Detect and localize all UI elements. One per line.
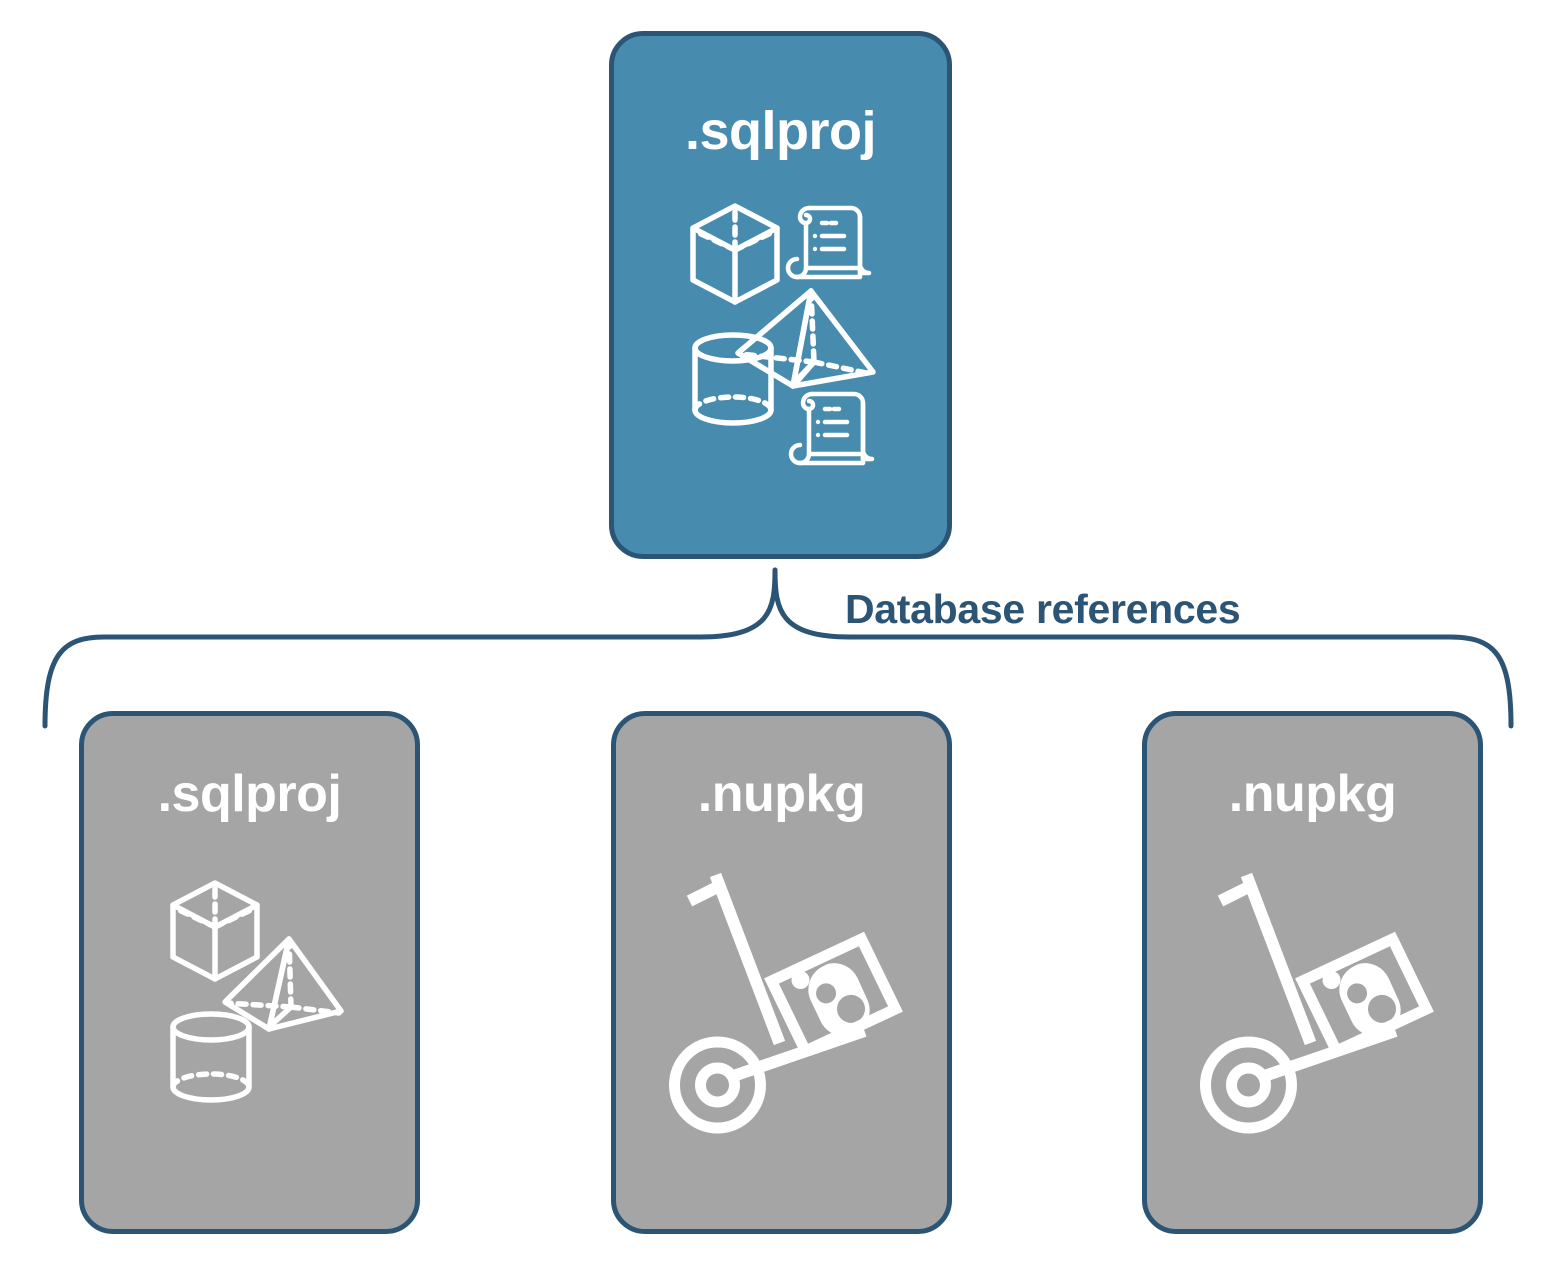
- pyramid-wireframe-icon: [221, 936, 344, 1032]
- node-nupkg-reference-2-label: .nupkg: [1228, 765, 1397, 823]
- wheel-icon: [668, 1036, 766, 1134]
- child-1-icon-group: [145, 861, 355, 1126]
- package-box: [763, 931, 903, 1059]
- package-box: [1294, 931, 1434, 1059]
- node-sqlproj-reference[interactable]: .sqlproj: [79, 711, 420, 1234]
- hand-truck-package-icon: [668, 872, 903, 1134]
- node-nupkg-reference-2[interactable]: .nupkg: [1142, 711, 1483, 1234]
- nuget-logo-icon: [1322, 963, 1401, 1037]
- pyramid-wireframe-icon: [734, 288, 876, 389]
- scroll-script-icon: [785, 205, 871, 280]
- node-nupkg-reference-1-label: .nupkg: [697, 765, 866, 823]
- node-sqlproj-root[interactable]: .sqlproj: [609, 31, 952, 559]
- scroll-script-icon: [788, 391, 874, 466]
- node-sqlproj-root-label: .sqlproj: [684, 101, 877, 161]
- cube-wireframe-icon: [169, 880, 260, 982]
- nuget-logo-icon: [791, 963, 870, 1037]
- node-nupkg-reference-1[interactable]: .nupkg: [611, 711, 952, 1234]
- child-2-icon-group: [649, 861, 914, 1141]
- child-3-icon-group: [1180, 861, 1445, 1141]
- wheel-icon: [1199, 1036, 1297, 1134]
- root-icon-svg: [689, 203, 876, 466]
- hand-truck-package-icon: [1199, 872, 1434, 1134]
- cube-wireframe-icon: [689, 203, 780, 305]
- node-sqlproj-reference-label: .sqlproj: [157, 765, 342, 823]
- shapes-icon-svg: [169, 880, 344, 1103]
- database-references-label: Database references: [845, 586, 1241, 632]
- root-icon-group: [681, 196, 881, 471]
- cylinder-wireframe-icon: [691, 332, 774, 426]
- cylinder-wireframe-icon: [169, 1011, 252, 1103]
- database-references-brace: [42, 567, 1514, 729]
